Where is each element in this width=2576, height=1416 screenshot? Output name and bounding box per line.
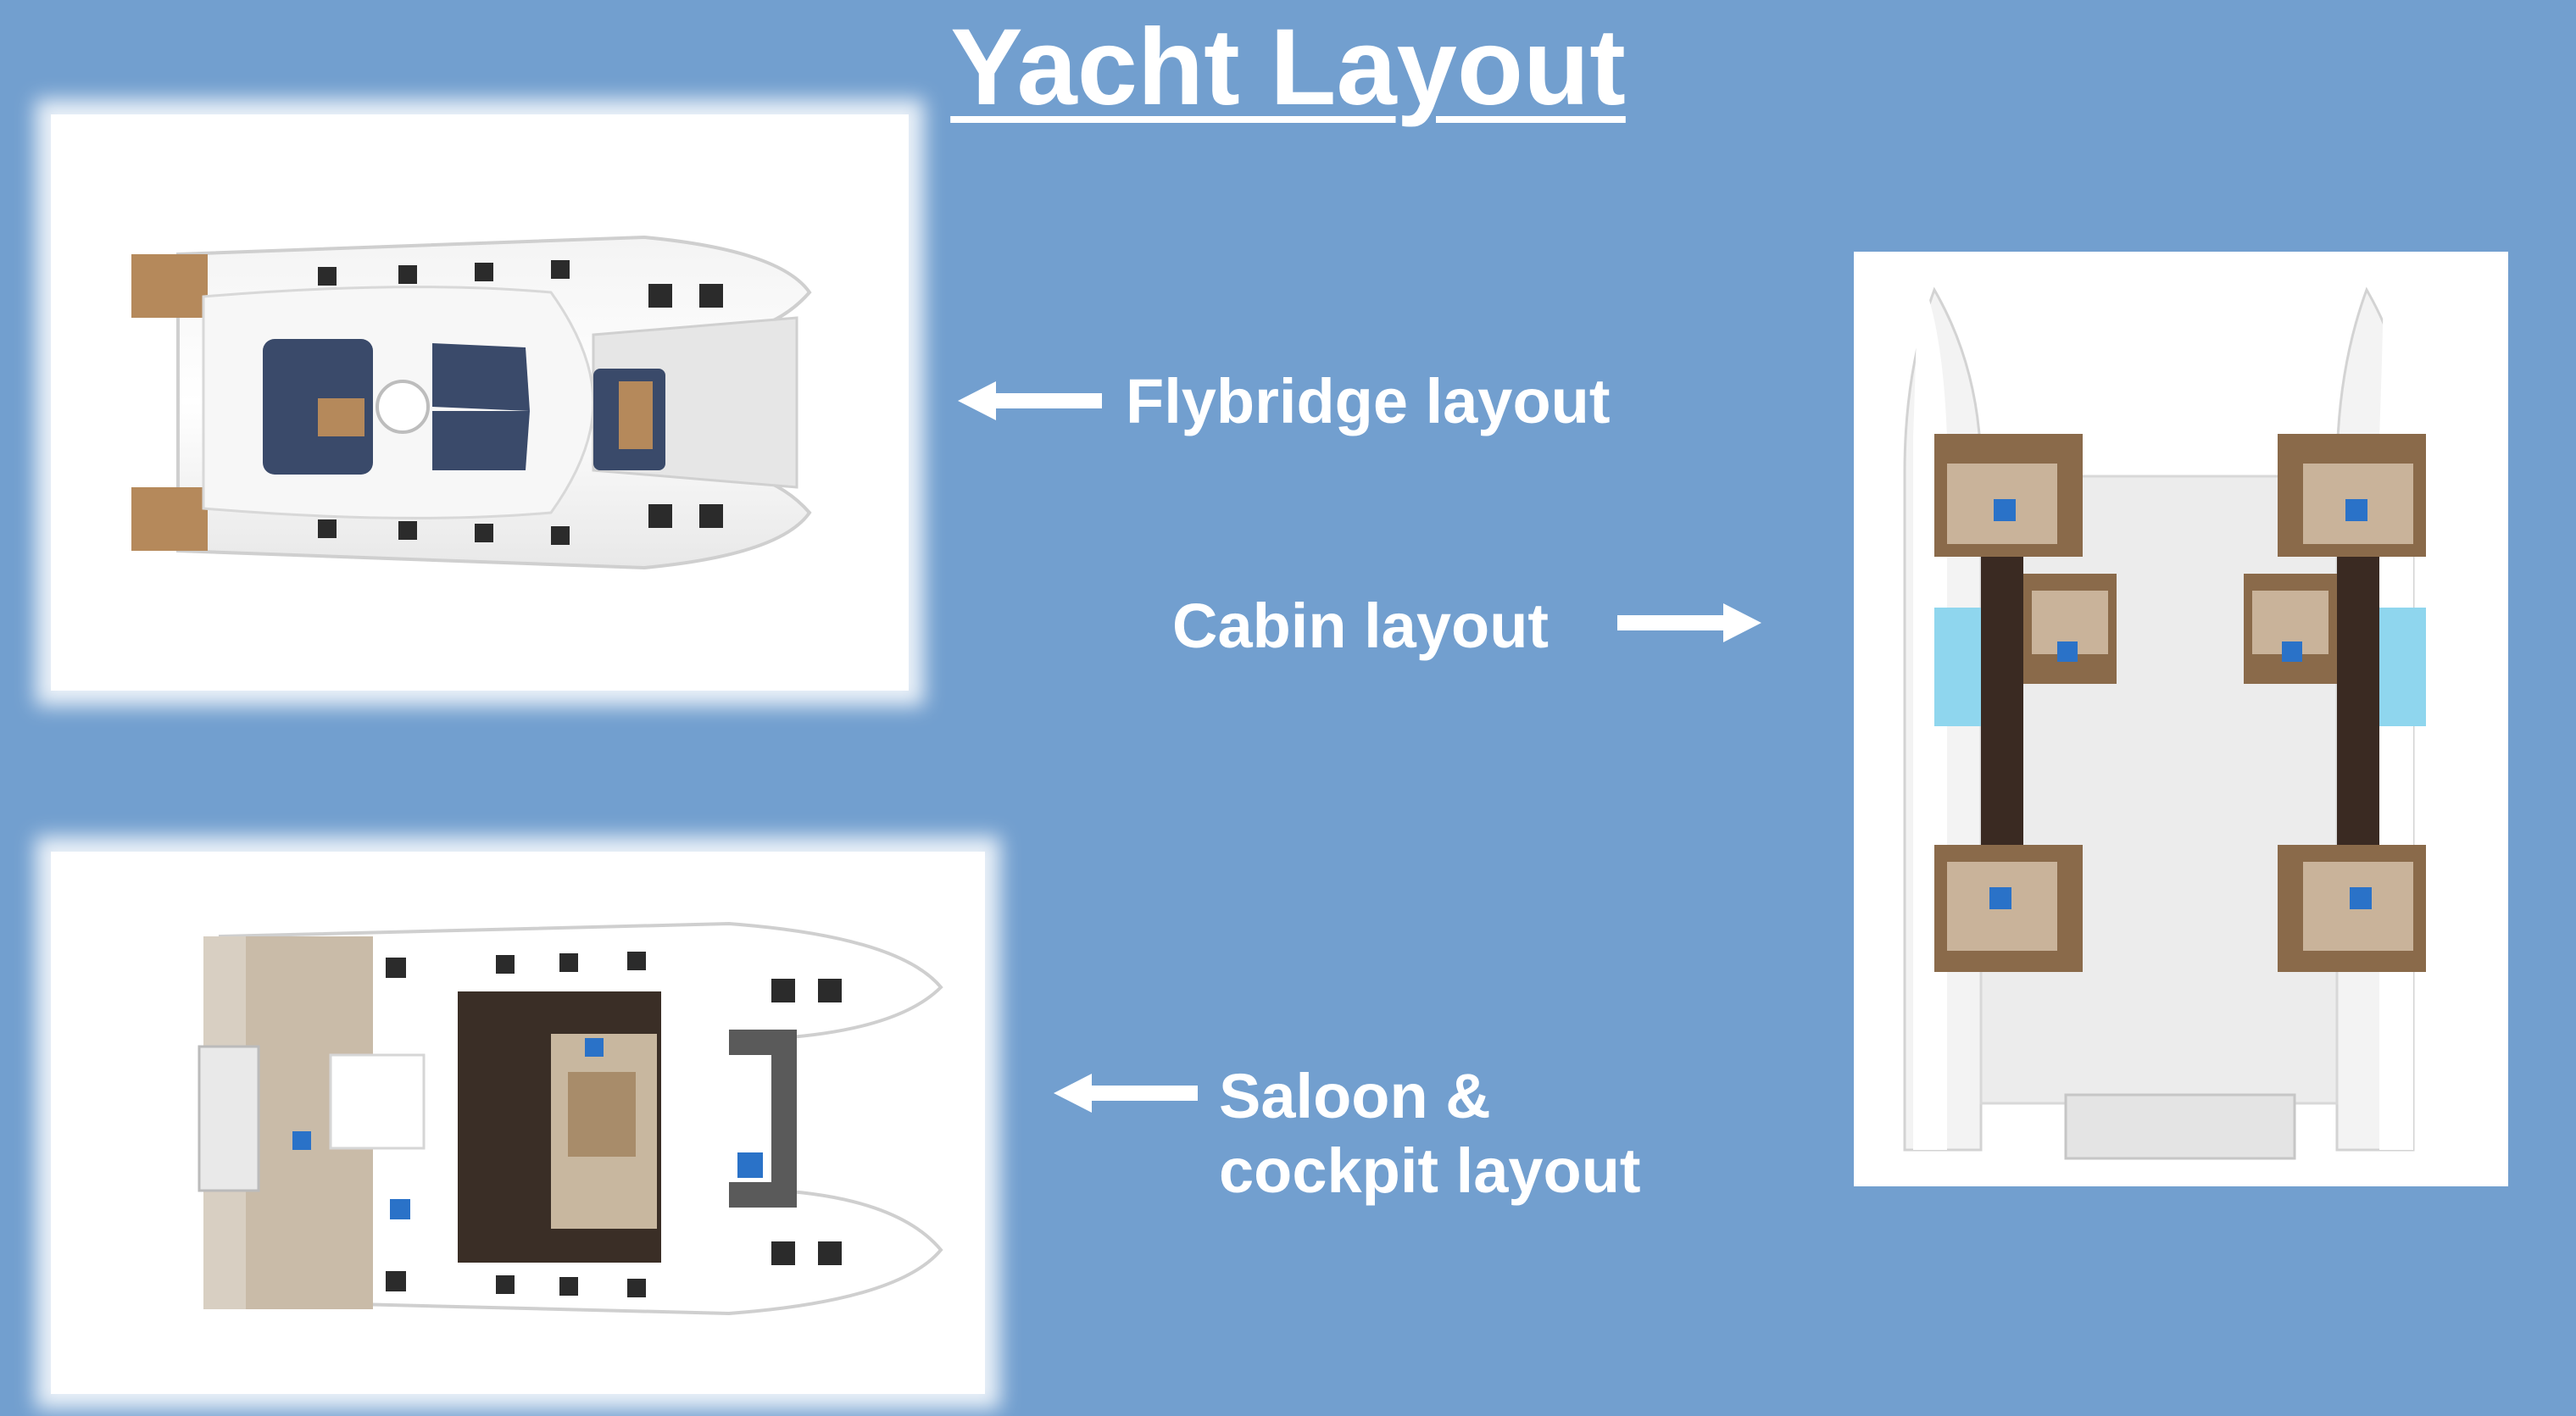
flybridge-plan-panel [51, 114, 909, 691]
saloon-plan-panel [51, 852, 985, 1394]
page-title: Yacht Layout [0, 0, 2576, 136]
saloon-plan-image [198, 921, 943, 1316]
saloon-label-line2: cockpit layout [1219, 1136, 1641, 1206]
flybridge-plan-image [131, 235, 812, 570]
saloon-label-line1: Saloon & [1219, 1061, 1491, 1131]
cabin-label: Cabin layout [1172, 591, 1549, 661]
flybridge-arrow-icon [958, 381, 1102, 420]
flybridge-label: Flybridge layout [1126, 366, 1611, 436]
saloon-arrow-icon [1054, 1074, 1198, 1113]
cabin-plan-panel [1854, 252, 2508, 1186]
cabin-plan-image [1903, 269, 2426, 1160]
cabin-arrow-icon [1617, 603, 1761, 642]
page-title-text: Yacht Layout [950, 7, 1626, 128]
